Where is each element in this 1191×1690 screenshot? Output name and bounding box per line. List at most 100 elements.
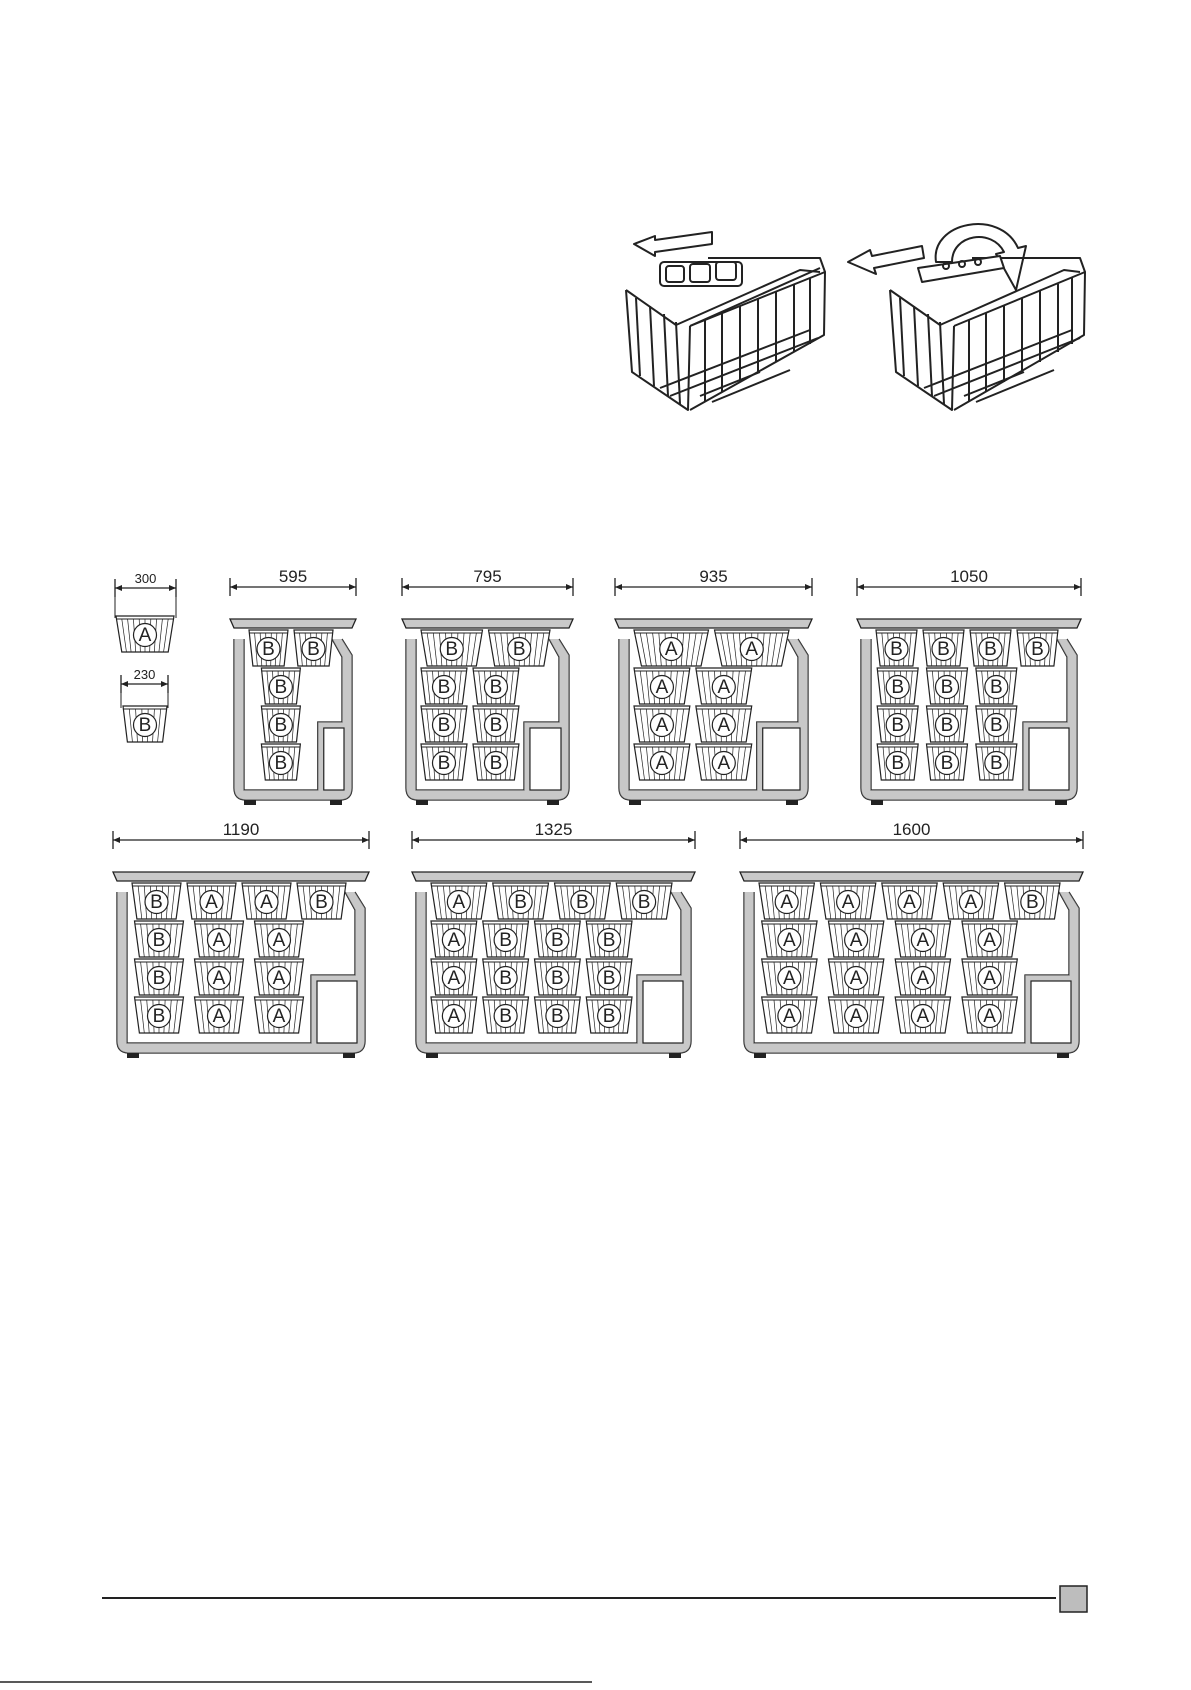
basket-letter: B	[490, 677, 503, 698]
basket-a: A	[828, 921, 883, 957]
basket-letter: B	[499, 930, 512, 951]
basket-a: A	[895, 921, 950, 957]
compressor-compartment	[1029, 728, 1069, 790]
basket-type-legend: 300A230B	[115, 571, 176, 742]
basket-b: B	[421, 744, 467, 780]
basket-letter: A	[273, 930, 286, 951]
basket-letter: A	[783, 968, 796, 989]
basket-a: A	[242, 883, 291, 919]
freezer-lid	[402, 619, 573, 628]
basket-letter: A	[213, 968, 226, 989]
basket-a: A	[696, 744, 752, 780]
dimension-arrow-left	[113, 837, 120, 843]
basket-letter: A	[917, 968, 930, 989]
compressor-compartment	[324, 728, 344, 790]
basket-letter: A	[917, 930, 930, 951]
dimension-arrow-left	[230, 584, 237, 590]
basket-b: B	[976, 668, 1017, 704]
basket-a: A	[696, 706, 752, 742]
basket-letter: B	[490, 753, 503, 774]
compressor-compartment	[763, 728, 800, 790]
basket-letter: B	[1026, 892, 1039, 913]
basket-letter: B	[990, 753, 1003, 774]
basket-b: B	[535, 921, 581, 957]
basket-b: B	[297, 883, 346, 919]
basket-letter: B	[891, 753, 904, 774]
basket-letter: B	[275, 715, 288, 736]
basket-a: A	[882, 883, 937, 919]
basket-b: B	[249, 630, 288, 666]
foot-left	[426, 1053, 438, 1058]
basket-b: B	[586, 921, 632, 957]
basket-b: B	[473, 668, 519, 704]
dimension-arrow-right	[805, 584, 812, 590]
basket-b: B	[535, 997, 581, 1033]
foot-right	[786, 800, 798, 805]
basket-letter: A	[780, 892, 793, 913]
basket-a: A	[634, 668, 690, 704]
freezer-lid	[230, 619, 356, 628]
basket-letter: A	[783, 930, 796, 951]
basket-letter: A	[656, 677, 669, 698]
basket-b: B	[261, 744, 300, 780]
basket-b: B	[976, 706, 1017, 742]
basket-b: B	[135, 959, 184, 995]
basket-letter: B	[262, 639, 275, 660]
basket-letter: B	[638, 892, 651, 913]
dimension-label: 1050	[950, 567, 988, 586]
basket-a: A	[116, 616, 174, 652]
basket-letter: A	[965, 892, 978, 913]
freezer-lid	[740, 872, 1083, 881]
basket-letter: A	[717, 753, 730, 774]
basket-b: B	[923, 630, 964, 666]
basket-a: A	[431, 997, 477, 1033]
basket-letter: B	[438, 753, 451, 774]
basket-letter: A	[260, 892, 273, 913]
basket-letter: B	[153, 1006, 166, 1027]
basket-b: B	[586, 959, 632, 995]
basket-illustration-rotate-icon	[848, 224, 1085, 410]
basket-letter: B	[153, 968, 166, 989]
basket-letter: A	[656, 753, 669, 774]
basket-letter: A	[745, 639, 758, 660]
basket-a: A	[195, 921, 244, 957]
basket-a: A	[895, 997, 950, 1033]
basket-letter: B	[150, 892, 163, 913]
basket-b: B	[421, 630, 483, 666]
basket-a: A	[255, 997, 304, 1033]
dimension-line: 1050	[857, 567, 1081, 596]
basket-letter: A	[850, 968, 863, 989]
basket-b: B	[483, 959, 529, 995]
foot-left	[244, 800, 256, 805]
basket-b: B	[586, 997, 632, 1033]
foot-right	[343, 1053, 355, 1058]
basket-b: B	[294, 630, 333, 666]
dimension-line: 595	[230, 567, 356, 596]
basket-letter: B	[490, 715, 503, 736]
basket-letter: A	[983, 930, 996, 951]
foot-right	[547, 800, 559, 805]
basket-a: A	[962, 959, 1017, 995]
dimension-arrow-left	[740, 837, 747, 843]
basket-letter: B	[551, 930, 564, 951]
basket-letter: B	[603, 968, 616, 989]
basket-letter: B	[984, 639, 997, 660]
basket-b: B	[876, 630, 917, 666]
basket-b: B	[261, 668, 300, 704]
basket-letter: A	[213, 1006, 226, 1027]
basket-letter: A	[850, 1006, 863, 1027]
basket-letter: B	[990, 677, 1003, 698]
basket-b: B	[473, 744, 519, 780]
basket-letter: B	[499, 968, 512, 989]
freezer-configurations: 595BBBBB795BBBBBBBB935AAAAAAAA1050BBBBBB…	[113, 567, 1083, 1058]
dimension-label: 935	[699, 567, 727, 586]
dimension-label: 1325	[535, 820, 573, 839]
basket-letter: B	[603, 1006, 616, 1027]
basket-letter: A	[656, 715, 669, 736]
basket-a: A	[195, 997, 244, 1033]
dimension-arrow-right	[362, 837, 369, 843]
